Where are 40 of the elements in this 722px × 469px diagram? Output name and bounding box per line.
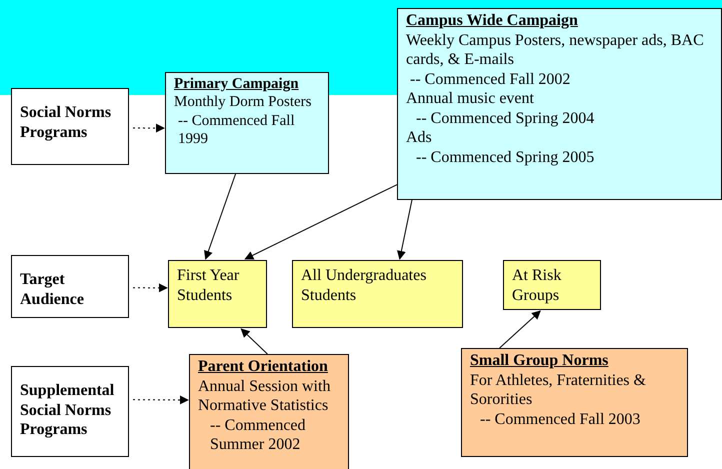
box-text: At Risk Groups: [512, 266, 562, 306]
box-heading: Parent Orientation: [198, 357, 329, 377]
row-label-box: [11, 88, 129, 165]
box-heading: Campus Wide Campaign: [406, 11, 579, 31]
box-text: Supplemental Social Norms Programs: [20, 381, 116, 440]
box-text: Target Audience: [20, 270, 85, 310]
arrow: [240, 328, 268, 354]
row-label-box: [11, 366, 129, 457]
box-text: -- Commenced Summer 2002: [209, 416, 307, 455]
program-box: [189, 354, 349, 469]
box-text: -- Commenced Fall 2003: [479, 410, 642, 430]
arrow: [132, 283, 168, 292]
box-text: Social Norms Programs: [20, 103, 112, 142]
program-box: [165, 72, 329, 174]
program-box: [461, 348, 688, 457]
arrow: [499, 310, 541, 348]
box-text: Annual music event: [406, 89, 535, 109]
arrow: [132, 395, 189, 404]
program-box: [168, 260, 267, 328]
box-text: -- Commenced Spring 2004: [415, 108, 596, 128]
program-box: [292, 260, 463, 328]
arrow: [132, 124, 165, 133]
row-label-box: [11, 255, 129, 318]
box-heading: Small Group Norms: [470, 351, 610, 371]
box-text: All Undergraduates Students: [301, 266, 428, 306]
box-text: Ads: [406, 128, 433, 148]
program-box: [397, 8, 722, 200]
box-text: -- Commenced Spring 2005: [415, 148, 596, 168]
box-text: Monthly Dorm Posters: [174, 93, 313, 112]
arrow: [244, 184, 398, 260]
box-heading: Primary Campaign: [174, 75, 300, 94]
program-box: [503, 260, 601, 310]
box-text: Weekly Campus Posters, newspaper ads, BAC cards, & E-mails: [406, 30, 705, 70]
box-text: Annual Session with Normative Statistics: [198, 376, 332, 416]
box-text: First Year Students: [177, 266, 240, 306]
box-text: -- Commenced Fall 2002: [409, 70, 572, 90]
arrow: [204, 174, 236, 260]
box-text: For Athletes, Fraternities & Sororities: [470, 370, 647, 410]
arrow: [396, 200, 412, 260]
box-text: -- Commenced Fall 1999: [177, 112, 296, 148]
